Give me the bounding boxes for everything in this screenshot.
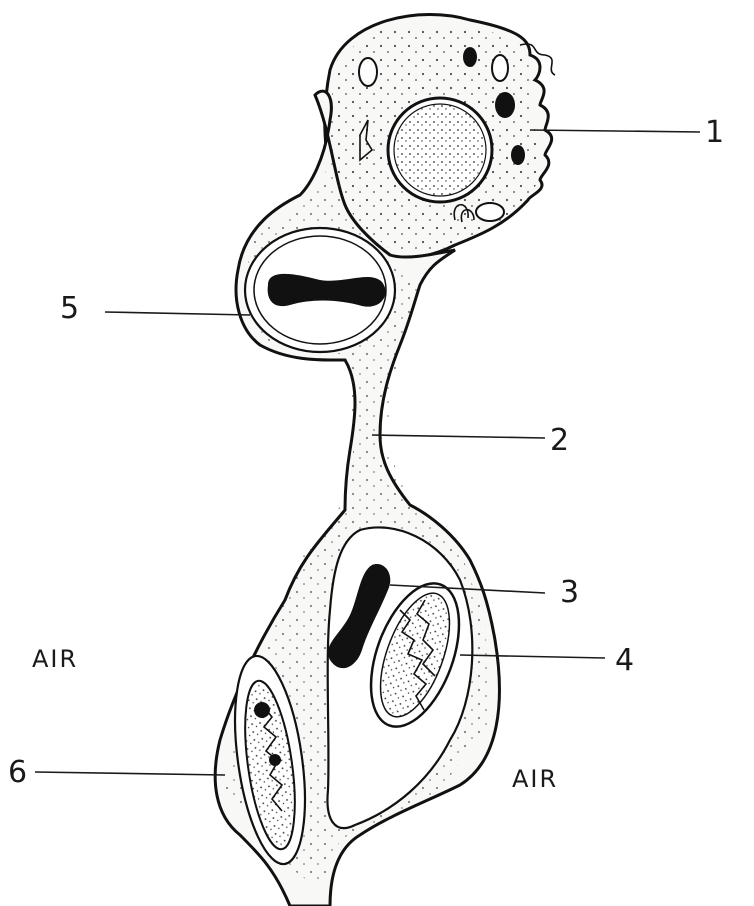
air-label-left: AIR xyxy=(32,645,78,673)
mitochondrion xyxy=(492,55,508,81)
label-2: 2 xyxy=(550,423,569,458)
label-1: 1 xyxy=(705,115,724,150)
label-3: 3 xyxy=(560,575,579,610)
mitochondrion xyxy=(359,58,377,86)
leader-line-6 xyxy=(35,772,225,775)
mitochondrion xyxy=(476,203,504,221)
lamellar-body xyxy=(495,92,515,118)
capillary-upper xyxy=(245,228,395,352)
label-6: 6 xyxy=(8,755,27,790)
lamellar-body xyxy=(511,145,525,165)
leader-line-2 xyxy=(372,435,545,438)
label-4: 4 xyxy=(615,643,634,678)
leader-line-1 xyxy=(530,130,700,132)
lamellar-body xyxy=(463,47,477,67)
label-5: 5 xyxy=(60,291,79,326)
type-ii-pneumocyte xyxy=(325,14,555,257)
leader-line-5 xyxy=(105,312,250,315)
air-label-right: AIR xyxy=(512,765,558,793)
